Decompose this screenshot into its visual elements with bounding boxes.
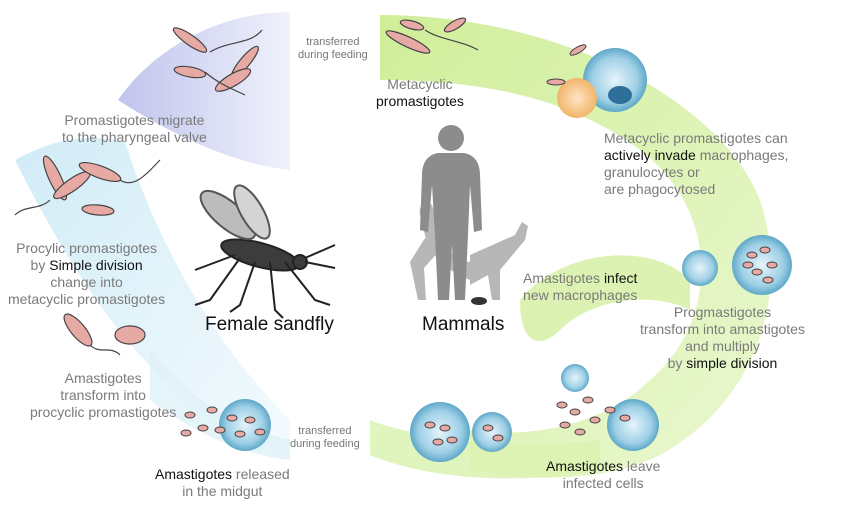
transfer-top-label: transferred during feeding xyxy=(298,36,368,61)
midgut-amastigotes-icon xyxy=(180,399,271,451)
sandfly-arc-left xyxy=(15,137,290,460)
promastigotes-pharyngeal-icon xyxy=(172,27,263,96)
invade-stage-label: Metacyclic promastigotes can actively in… xyxy=(604,130,789,197)
procyclic-promastigotes-icon xyxy=(14,155,161,216)
sandfly-host-label: Female sandfly xyxy=(205,314,334,335)
macrophage-invasion-icon xyxy=(546,44,647,118)
infect-stage-label: Amastigotes infect new macrophages xyxy=(523,270,638,303)
sandfly-icon xyxy=(194,184,336,319)
pharyngeal-stage-label: Promastigotes migrate to the pharyngeal … xyxy=(62,112,207,145)
mammal-arc-inner xyxy=(520,255,690,342)
infected-macrophages-bottom-icon xyxy=(410,364,659,462)
transform-procyclic-stage-label: Amastigotes transform into procyclic pro… xyxy=(30,370,177,420)
transforming-amastigotes-icon xyxy=(63,313,146,356)
mammal-arc-top xyxy=(380,15,772,478)
multiply-stage-label: Progmastigotes transform into amastigote… xyxy=(640,304,805,371)
procyclic-stage-label: Procylic promastigotes by Simple divisio… xyxy=(8,240,166,307)
sandfly-arc-top xyxy=(118,12,290,170)
midgut-stage-label: Amastigotes released in the midgut xyxy=(155,466,290,499)
metacyclic-promastigotes-icon xyxy=(385,17,479,54)
leave-stage-label: Amastigotes leave infected cells xyxy=(546,458,661,491)
metacyclic-stage-label: Metacyclic promastigotes xyxy=(376,76,464,109)
transfer-bottom-label: transferred during feeding xyxy=(290,425,360,450)
infected-macrophages-right-icon xyxy=(682,235,792,295)
mammal-silhouettes-icon xyxy=(410,125,528,305)
mammals-host-label: Mammals xyxy=(422,314,505,335)
